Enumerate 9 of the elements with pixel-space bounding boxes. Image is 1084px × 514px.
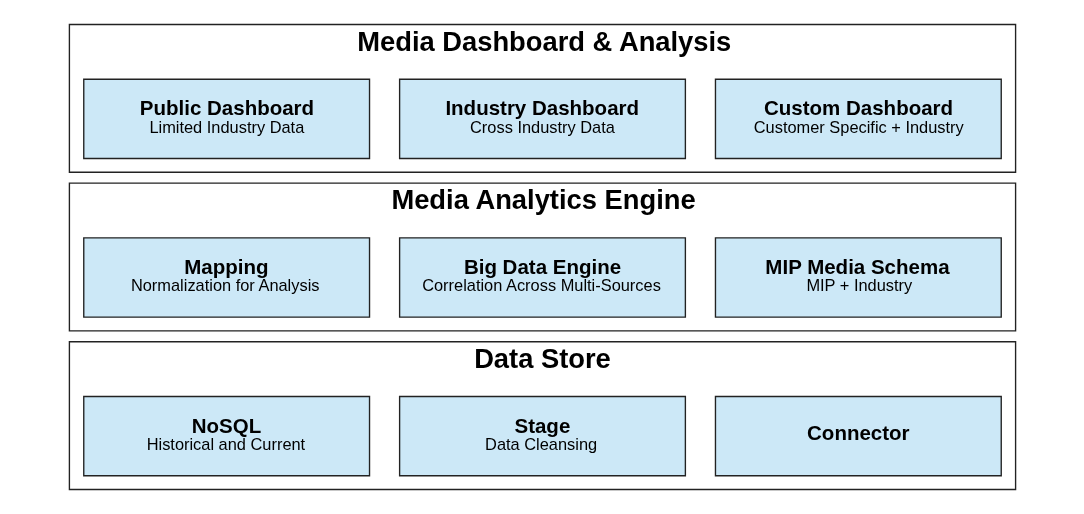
node-box: Industry Dashboard Cross Industry Data (398, 78, 686, 160)
node-box: Custom Dashboard Customer Specific + Industry (714, 78, 1002, 160)
node-box: NoSQL Historical and Current (82, 395, 370, 477)
node-box: Mapping Normalization for Analysis (82, 237, 370, 318)
node-box: Big Data Engine Correlation Across Multi-Sources (398, 237, 686, 318)
node-box: MIP Media Schema MIP + Industry (714, 237, 1002, 318)
node-box: Connector (714, 395, 1002, 477)
node-box: Public Dashboard Limited Industry Data (82, 78, 370, 160)
node-box: Stage Data Cleansing (398, 395, 686, 477)
